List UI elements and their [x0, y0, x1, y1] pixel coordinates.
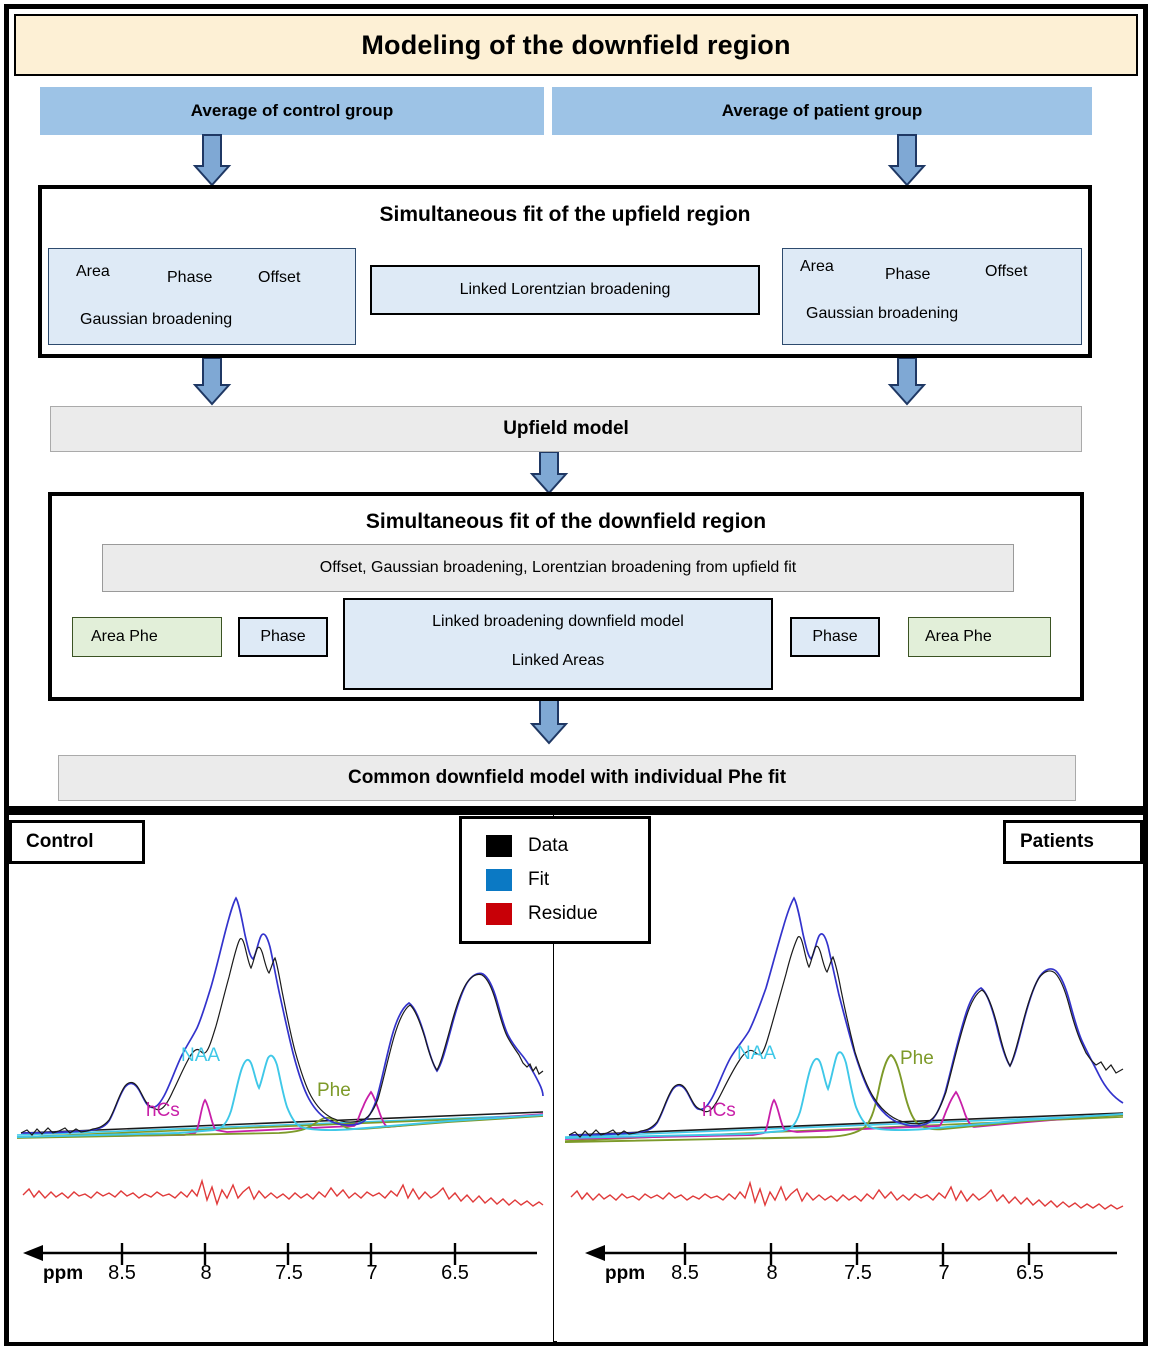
residue-trace	[22, 1178, 544, 1207]
peak-label-naa-control: NAA	[181, 1045, 221, 1066]
tick-label-control-0: 8.5	[108, 1262, 136, 1284]
naa-trace	[16, 1054, 544, 1138]
legend-swatch-residue	[486, 903, 512, 925]
group-header-patient-label: Average of patient group	[721, 101, 923, 120]
control-spectrum-svg	[16, 896, 544, 1265]
legend-item-fit: Fit	[486, 863, 648, 897]
stage-upfield-title: Simultaneous fit of the upfield region	[379, 203, 751, 226]
legend-swatch-fit	[486, 869, 512, 891]
upfield-left-param-gaussian: Gaussian broadening	[80, 311, 233, 328]
outer-frame	[4, 4, 1148, 1346]
legend-item-residue: Residue	[486, 897, 648, 931]
group-header-control: Average of control group	[40, 87, 544, 135]
tick-label-patients-3: 7	[938, 1262, 950, 1284]
panel-tag-patients: Patients	[1003, 820, 1143, 864]
downfield-inherited-label: Offset, Gaussian broadening, Lorentzian …	[319, 559, 797, 576]
downfield-left-phase-box: Phase	[238, 617, 328, 657]
tick-label-control-3: 7	[366, 1262, 378, 1284]
tick-label-control-2: 7.5	[275, 1262, 303, 1284]
naa-baseline	[564, 1114, 1124, 1138]
group-header-control-label: Average of control group	[190, 101, 394, 120]
peak-label-phe-control: Phe	[317, 1080, 351, 1101]
tick-label-control-4: 6.5	[441, 1262, 469, 1284]
upfield-left-param-box	[48, 248, 356, 345]
page-title: Modeling of the downfield region	[361, 29, 791, 60]
common-downfield-model-label: Common downfield model with individual P…	[347, 767, 787, 788]
ppm-axis-control	[23, 1243, 537, 1265]
legend-swatch-data	[486, 835, 512, 857]
downfield-left-area-phe-box: Area Phe	[72, 617, 222, 657]
data-trace	[20, 937, 544, 1136]
ppm-axis-patients	[585, 1243, 1117, 1265]
panel-tag-control: Control	[9, 820, 145, 864]
patients-spectrum-svg	[564, 896, 1124, 1265]
upfield-linked-lorentzian-label: Linked Lorentzian broadening	[459, 281, 671, 298]
upfield-right-param-phase: Phase	[885, 266, 931, 283]
downfield-right-area-phe-label: Area Phe	[925, 628, 992, 645]
upfield-right-param-area: Area	[800, 258, 834, 275]
axis-unit-label-control: ppm	[43, 1263, 84, 1284]
upfield-linked-lorentzian-box	[370, 265, 760, 315]
legend-label-data: Data	[528, 835, 569, 856]
peak-label-naa-patients: NAA	[737, 1043, 777, 1064]
tick-label-control-1: 8	[200, 1262, 212, 1284]
data-trace	[568, 935, 1124, 1138]
section-divider	[9, 806, 1143, 815]
upfield-right-param-box	[782, 248, 1082, 345]
downfield-linked-model-line1: Linked broadening downfield model	[432, 613, 684, 630]
stage-downfield-title: Simultaneous fit of the downfield region	[365, 510, 767, 533]
naa-trace	[564, 1051, 1124, 1139]
upfield-model-label: Upfield model	[503, 418, 629, 439]
residue-trace	[570, 1180, 1124, 1210]
upfield-left-param-area: Area	[76, 263, 110, 280]
upfield-left-param-phase: Phase	[167, 269, 213, 286]
black-baseline	[570, 1112, 1124, 1136]
downfield-left-area-phe-label: Area Phe	[91, 628, 158, 645]
hcs-trace	[564, 1090, 1124, 1140]
spectra-legend: Data Fit Residue	[459, 816, 651, 944]
downfield-linked-model-line2: Linked Areas	[511, 652, 605, 669]
upfield-model-bar: Upfield model	[50, 406, 1082, 452]
spectrum-panel-patients: NAA hCs Phe ppm 8.5 8 7.5 7 6.5	[557, 815, 1143, 1342]
tick-label-patients-1: 8	[766, 1262, 778, 1284]
legend-label-fit: Fit	[528, 869, 550, 890]
naa-baseline	[16, 1114, 544, 1136]
upfield-right-param-offset: Offset	[985, 263, 1028, 280]
panel-tag-patients-label: Patients	[1020, 831, 1094, 852]
downfield-right-area-phe-box: Area Phe	[908, 617, 1051, 657]
hcs-trace	[16, 1090, 544, 1138]
downfield-left-phase-label: Phase	[260, 628, 306, 645]
tick-label-patients-2: 7.5	[844, 1262, 872, 1284]
figure-title-bar: Modeling of the downfield region	[14, 14, 1138, 76]
tick-label-patients-4: 6.5	[1016, 1262, 1044, 1284]
upfield-right-param-gaussian: Gaussian broadening	[806, 305, 959, 322]
black-baseline	[22, 1111, 544, 1134]
group-header-patient: Average of patient group	[552, 87, 1092, 135]
downfield-inherited-box: Offset, Gaussian broadening, Lorentzian …	[102, 544, 1014, 592]
legend-item-data: Data	[486, 829, 648, 863]
phe-baseline	[16, 1115, 544, 1138]
downfield-right-phase-box: Phase	[790, 617, 880, 657]
peak-label-hcs-patients: hCs	[702, 1100, 736, 1121]
peak-label-hcs-control: hCs	[146, 1100, 180, 1121]
legend-label-residue: Residue	[528, 903, 598, 924]
downfield-right-phase-label: Phase	[812, 628, 858, 645]
axis-unit-label-patients: ppm	[605, 1263, 646, 1284]
peak-label-phe-patients: Phe	[900, 1048, 934, 1069]
panel-tag-control-label: Control	[26, 831, 94, 852]
common-downfield-model-bar: Common downfield model with individual P…	[58, 755, 1076, 801]
upfield-left-param-offset: Offset	[258, 269, 301, 286]
downfield-linked-model-box	[343, 598, 773, 690]
tick-label-patients-0: 8.5	[671, 1262, 699, 1284]
